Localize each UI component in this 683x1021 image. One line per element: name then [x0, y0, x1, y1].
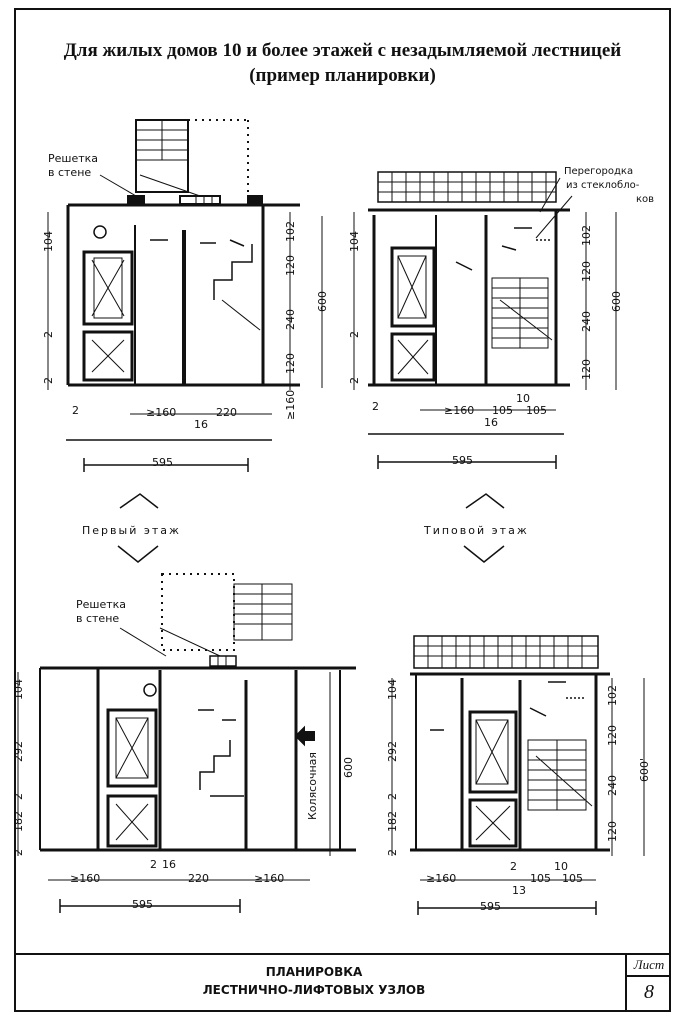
dim-right-120b: 120 — [580, 359, 593, 380]
dim-bottom-2: 2 — [510, 860, 517, 873]
dim-height-600: 600 — [316, 291, 329, 312]
dim-left-2b: 2 — [386, 849, 399, 856]
sheet-label: Лист — [627, 955, 671, 977]
dim-right-120b: 120 — [606, 821, 619, 842]
dim-left-292: 292 — [386, 741, 399, 762]
dim-height-600: 600 — [342, 757, 355, 778]
dim-bottom-160: ≥160 — [426, 872, 457, 885]
dim-bottom-160: ≥160 — [146, 406, 177, 419]
plan-bottom-right-drawing — [391, 635, 645, 915]
dim-total-595: 595 — [132, 898, 153, 911]
plan-bottom-right: 104 292 2 182 2 102 120 240 120 600' ≥16… — [370, 560, 670, 950]
dim-left-292: 292 — [12, 741, 25, 762]
dim-bottom-105b: 105 — [526, 404, 547, 417]
dim-right-120a: 120 — [580, 261, 593, 282]
dim-height-600: 600' — [638, 757, 651, 782]
plan-bottom-left: Решетка в стене Колясочная 104 292 2 182… — [0, 560, 380, 950]
dim-bottom-16: 16 — [162, 858, 176, 871]
dim-bottom-10: 10 — [516, 392, 530, 405]
dim-right-102: 102 — [284, 221, 297, 242]
dim-left-104: 104 — [12, 679, 25, 700]
dim-left-2b: 2 — [42, 377, 55, 384]
dim-bottom-105a: 105 — [492, 404, 513, 417]
grate-label-line1-b: Решетка — [76, 598, 127, 611]
plan-top-left-drawing — [47, 119, 323, 472]
dim-right-102: 102 — [606, 685, 619, 706]
drawing-frame — [14, 8, 671, 1012]
typical-floor-label: Типовой этаж — [424, 524, 529, 537]
floor-label-marks — [117, 493, 505, 563]
dim-bottom-10: 10 — [554, 860, 568, 873]
plan-top-right: Перегородка из стеклобло- ков 104 2 2 10… — [340, 0, 670, 480]
dim-bottom-105b: 105 — [562, 872, 583, 885]
dim-bottom-160a: ≥160 — [70, 872, 101, 885]
dim-bottom-220: 220 — [188, 872, 209, 885]
dim-left-104: 104 — [42, 231, 55, 252]
dim-left-2a: 2 — [386, 793, 399, 800]
title-line-1: Для жилых домов 10 и более этажей с неза… — [63, 40, 622, 61]
plan-top-left: Решетка в стене 104 2 2 102 120 240 120 … — [0, 0, 340, 480]
title-block-line2: ЛЕСТНИЧНО-ЛИФТОВЫХ УЗЛОВ — [202, 983, 426, 997]
first-floor-label: Первый этаж — [82, 524, 181, 537]
plan-top-right-drawing — [353, 171, 617, 469]
grate-label-line1: Решетка — [48, 152, 99, 165]
grate-label-line2-b: в стене — [76, 612, 120, 625]
title-line-2: (пример планировки) — [249, 65, 436, 86]
dim-left-2b: 2 — [12, 849, 25, 856]
dim-right-240: 240 — [606, 775, 619, 796]
dim-right-240: 240 — [580, 311, 593, 332]
dim-bottom-13: 13 — [512, 884, 526, 897]
partition-label-line2: из стеклобло- — [566, 180, 640, 191]
title-block: ПЛАНИРОВКА ЛЕСТНИЧНО-ЛИФТОВЫХ УЗЛОВ Лист… — [14, 953, 671, 1012]
dim-bottom-16: 16 — [194, 418, 208, 431]
dim-right-120b: 120 — [284, 353, 297, 374]
dim-left-182: 182 — [386, 811, 399, 832]
partition-label-line3: ков — [636, 194, 655, 205]
dim-left-2a: 2 — [42, 331, 55, 338]
plan-bottom-left-drawing — [17, 573, 356, 913]
partition-label-line1: Перегородка — [564, 166, 634, 177]
dim-left-104: 104 — [348, 231, 361, 252]
stroller-room-label: Колясочная — [306, 751, 319, 820]
dim-total-595: 595 — [452, 454, 473, 467]
dim-left-182: 182 — [12, 811, 25, 832]
dim-left-104: 104 — [386, 679, 399, 700]
dim-bottom-220: 220 — [216, 406, 237, 419]
dim-left-2b: 2 — [348, 377, 361, 384]
dim-bottom-105a: 105 — [530, 872, 551, 885]
page-title: Для жилых домов 10 и более этажей с неза… — [14, 38, 671, 88]
dim-right-160: ≥160 — [284, 389, 297, 420]
grate-label-line2: в стене — [48, 166, 92, 179]
dim-height-600: 600 — [610, 291, 623, 312]
dim-bottom-160: ≥160 — [444, 404, 475, 417]
dim-left-2a: 2 — [12, 793, 25, 800]
dim-bottom-16: 16 — [484, 416, 498, 429]
sheet-number-box: Лист 8 — [625, 955, 671, 1012]
dim-bottom-2: 2 — [150, 858, 157, 871]
dim-right-102: 102 — [580, 225, 593, 246]
dim-right-240: 240 — [284, 309, 297, 330]
dim-total-595: 595 — [480, 900, 501, 913]
dim-bottom-160b: ≥160 — [254, 872, 285, 885]
dim-right-120a: 120 — [284, 255, 297, 276]
dim-right-120a: 120 — [606, 725, 619, 746]
title-block-line1: ПЛАНИРОВКА — [265, 965, 363, 979]
dim-bottom-2: 2 — [72, 404, 79, 417]
dim-total-595: 595 — [152, 456, 173, 469]
dim-bottom-2: 2 — [372, 400, 379, 413]
sheet-number: 8 — [644, 981, 654, 1003]
dim-left-2a: 2 — [348, 331, 361, 338]
title-block-text: ПЛАНИРОВКА ЛЕСТНИЧНО-ЛИФТОВЫХ УЗЛОВ — [14, 963, 614, 999]
